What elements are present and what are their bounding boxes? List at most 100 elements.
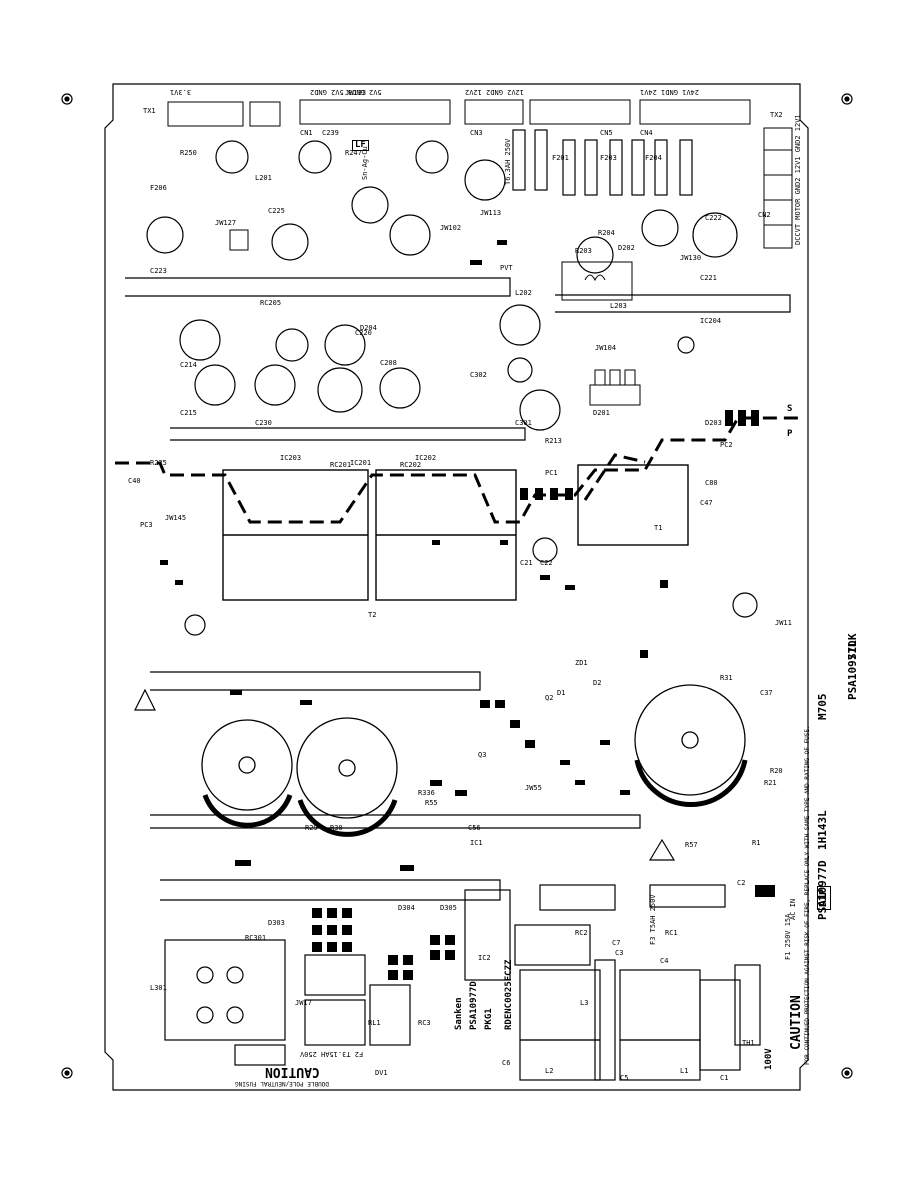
jw145-label: JW145 bbox=[165, 514, 187, 522]
c230-label: C230 bbox=[255, 419, 272, 427]
d2-label: D2 bbox=[593, 679, 602, 687]
jw113-label: JW113 bbox=[480, 209, 502, 217]
d305-label: D305 bbox=[440, 904, 457, 912]
c2-label: C2 bbox=[737, 879, 746, 887]
p-label: P bbox=[787, 429, 793, 439]
r213-label: R213 bbox=[545, 437, 562, 445]
d202-label: D202 bbox=[618, 244, 635, 252]
c302-label: C302 bbox=[470, 371, 487, 379]
d304-label: D304 bbox=[398, 904, 415, 912]
s-label: S bbox=[787, 404, 793, 414]
l301-label: L301 bbox=[150, 984, 167, 992]
d204-label: D204 bbox=[360, 324, 377, 332]
rc2-label: RC2 bbox=[575, 929, 588, 937]
r30-label: R30 bbox=[330, 824, 343, 832]
fuse-row bbox=[512, 129, 693, 196]
ic202-label: IC202 bbox=[415, 454, 437, 462]
hazard-symbols bbox=[134, 688, 676, 861]
c214-label: C214 bbox=[180, 361, 197, 369]
f201-label: F201 bbox=[552, 154, 569, 162]
cn5-label: CN5 bbox=[600, 129, 613, 137]
t1-label: T1 bbox=[654, 524, 663, 532]
c47-label: C47 bbox=[700, 499, 713, 507]
l3-label: L3 bbox=[580, 999, 589, 1007]
model-silk-label-3: PSA10977D bbox=[469, 981, 479, 1030]
d303-label: D303 bbox=[268, 919, 285, 927]
cn2-label: CN2 bbox=[758, 211, 771, 219]
c1-label: C1 bbox=[720, 1074, 729, 1082]
q2-label: Q2 bbox=[545, 694, 554, 702]
rc202-label: RC202 bbox=[400, 461, 422, 469]
v100-label: 100V bbox=[764, 1048, 774, 1070]
r225-label: R225 bbox=[150, 459, 167, 467]
top-connectors bbox=[167, 99, 751, 127]
caution-right-label: CAUTION bbox=[789, 995, 804, 1050]
c80-label: C80 bbox=[705, 479, 718, 487]
fuse-f1-label: F1 250V 15A bbox=[784, 913, 792, 960]
inductors bbox=[229, 229, 633, 301]
jw55-label: JW55 bbox=[525, 784, 542, 792]
c56-label: C56 bbox=[468, 824, 481, 832]
pc1-label: PC1 bbox=[545, 469, 558, 477]
c225-label: C225 bbox=[268, 207, 285, 215]
c40-label: C40 bbox=[128, 477, 141, 485]
pvt-label: PVT bbox=[500, 264, 513, 272]
r29-label: R29 bbox=[305, 824, 318, 832]
pads bbox=[312, 410, 775, 980]
l201-label: L201 bbox=[255, 174, 272, 182]
c7-label: C7 bbox=[612, 939, 621, 947]
l1-label: L1 bbox=[680, 1067, 689, 1075]
t2-label: T2 bbox=[368, 611, 377, 619]
right-connector bbox=[763, 127, 793, 249]
q3-label: Q3 bbox=[478, 751, 487, 759]
cn3-label: CN3 bbox=[470, 129, 483, 137]
connector-label-3: 12V2 GND2 12V2 bbox=[465, 88, 525, 96]
c301-label: C301 bbox=[515, 419, 532, 427]
r57-label: R57 bbox=[685, 841, 698, 849]
lead-free-mark: LF bbox=[352, 140, 369, 151]
fuse-rating-label: T6.3AH 250V bbox=[504, 138, 512, 185]
ic204-label: IC204 bbox=[700, 317, 722, 325]
jw11-label: JW11 bbox=[775, 619, 792, 627]
dccvt-label: DCCVT MOTOR GND2 12V1 GND2 12V1 bbox=[794, 114, 802, 245]
rc205-label: RC205 bbox=[260, 299, 282, 307]
zd1-label: ZD1 bbox=[575, 659, 588, 667]
c221-label: C221 bbox=[700, 274, 717, 282]
connector-label-4: 24V1 GND1 24V1 bbox=[640, 88, 700, 96]
c222-label: C222 bbox=[705, 214, 722, 222]
d1-label: D1 bbox=[557, 689, 566, 697]
f206-label: F206 bbox=[150, 184, 167, 192]
pc2-label: PC2 bbox=[720, 441, 733, 449]
jw17-label: JW17 bbox=[295, 999, 312, 1007]
rc201-label: RC201 bbox=[330, 461, 352, 469]
code-1h143l-label: 1H143L bbox=[816, 810, 829, 850]
dip-label: DIP bbox=[817, 885, 831, 910]
r247-label: R247 bbox=[345, 149, 362, 157]
r204-label: R204 bbox=[598, 229, 615, 237]
l203-label: L203 bbox=[610, 302, 627, 310]
tx2-label: TX2 bbox=[770, 111, 783, 119]
transformer-blocks bbox=[222, 464, 689, 601]
tx1-label: TX1 bbox=[143, 107, 156, 115]
fuse-f2-label: F2 T3.15AH 250V bbox=[300, 1050, 364, 1058]
r203-label: R203 bbox=[575, 247, 592, 255]
cn1-label: CN1 bbox=[300, 129, 313, 137]
th1-label: TH1 bbox=[742, 1039, 755, 1047]
f204-label: F204 bbox=[645, 154, 662, 162]
silk-label: SILK bbox=[846, 633, 859, 661]
c5-label: C5 bbox=[620, 1074, 629, 1082]
r20-label: R20 bbox=[770, 767, 783, 775]
c3-label: C3 bbox=[615, 949, 624, 957]
rc1-label: RC1 bbox=[665, 929, 678, 937]
rl1-label: RL1 bbox=[368, 1019, 381, 1027]
jw133-label: JW133 bbox=[345, 89, 367, 97]
pkg-part-label: RDENC0025FCZZ bbox=[504, 959, 514, 1030]
ic203-label: IC203 bbox=[280, 454, 302, 462]
c22-label: C22 bbox=[540, 559, 553, 567]
cn4-label: CN4 bbox=[640, 129, 653, 137]
r31-label: R31 bbox=[720, 674, 733, 682]
r250-label: R250 bbox=[180, 149, 197, 157]
caution-right-note: FOR CONTINUED PROTECTION AGAINST RISK OF… bbox=[804, 725, 811, 1065]
r55-label: R55 bbox=[425, 799, 438, 807]
pc3-label: PC3 bbox=[140, 521, 153, 529]
